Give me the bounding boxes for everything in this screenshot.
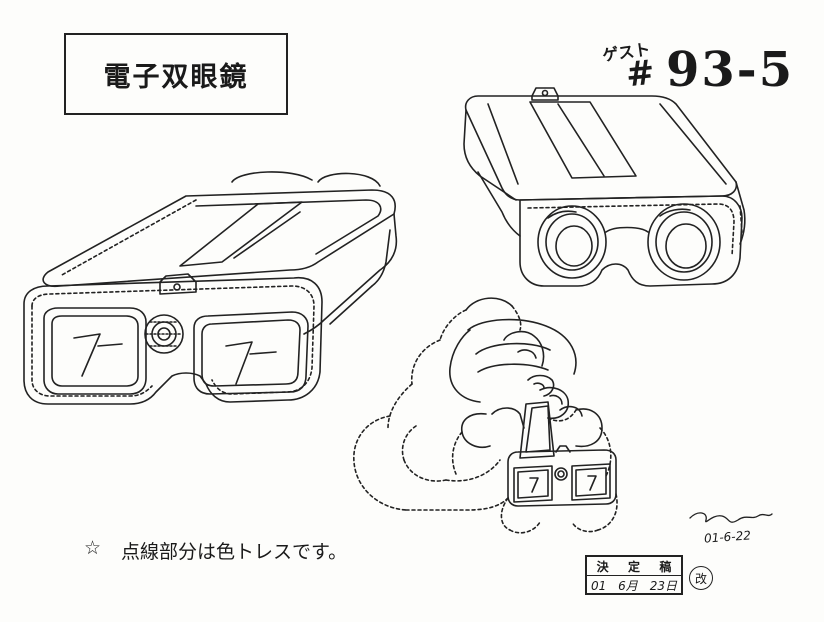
stamp-heading: 決 定 稿 [587, 557, 681, 576]
stamp-month-unit: 月 [625, 579, 638, 593]
sheet-title: 電子双眼鏡 [103, 61, 249, 93]
stamp-day-unit: 日 [664, 579, 677, 593]
binoculars-front-view [23, 171, 398, 405]
stamp-month: 6 [618, 579, 626, 593]
guest-number: 93-5 [666, 42, 795, 98]
star-icon: ☆ [84, 537, 102, 559]
stamp-char: 定 [627, 559, 640, 574]
approval-stamp: 決 定 稿 01 6月 23日 [585, 555, 683, 595]
stamp-day: 23 [649, 579, 665, 593]
stamp-char: 稿 [659, 559, 672, 574]
title-box: 電子双眼鏡 [64, 33, 288, 115]
color-trace-note: ☆ 点線部分は色トレスです。 [84, 537, 347, 564]
stamp-char: 決 [596, 559, 609, 574]
stamp-date: 01 6月 23日 [587, 576, 681, 594]
note-text: 点線部分は色トレスです。 [121, 541, 348, 563]
binoculars-rear-view [463, 87, 746, 287]
stamp-year: 01 [591, 579, 607, 593]
character-holding-binoculars [353, 297, 618, 534]
revision-mark: 改 [689, 566, 713, 590]
